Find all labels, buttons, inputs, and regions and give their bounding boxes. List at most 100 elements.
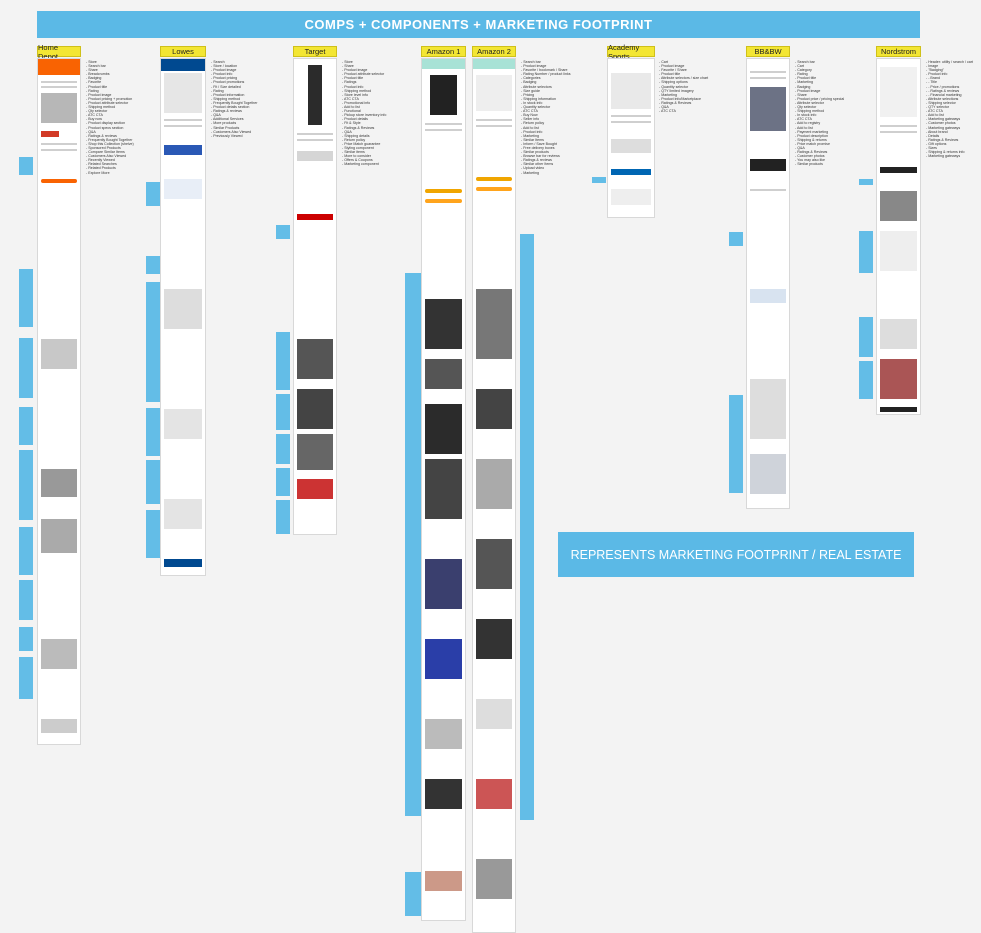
note-item: - - Brand bbox=[926, 76, 940, 81]
note-item: - Product info bbox=[342, 84, 364, 89]
note-item: - Search bar bbox=[86, 64, 106, 69]
note-item: - Fit & Style bbox=[342, 121, 361, 126]
marketing-footprint-block bbox=[146, 460, 160, 504]
note-item: - Payment marketing bbox=[795, 129, 829, 134]
note-item: - Product display section bbox=[86, 121, 126, 126]
note-item: - Price Match guarantee bbox=[342, 141, 381, 146]
note-item: - Ratings bbox=[342, 80, 357, 85]
note-item: - Product details bbox=[342, 117, 368, 122]
note-item: - Sizes bbox=[926, 145, 937, 150]
note-item: - Attribute selections bbox=[926, 96, 959, 101]
marketing-footprint-block bbox=[19, 157, 33, 175]
note-item: - Customers Also Viewed bbox=[211, 129, 252, 134]
note-item: - Ratings & reviews bbox=[211, 109, 242, 114]
note-item: - Ratings & reviews bbox=[86, 133, 117, 138]
note-item: - Shipping method bbox=[211, 96, 241, 101]
note-item: - Store level info bbox=[342, 92, 368, 97]
note-item: - Related Searches bbox=[86, 162, 117, 167]
marketing-footprint-block bbox=[19, 338, 33, 398]
note-item: - Cart bbox=[795, 64, 804, 69]
column-label-target: Target bbox=[293, 46, 337, 57]
note-item: - Shipping & returns info bbox=[926, 150, 965, 155]
column-label-amazon-1: Amazon 1 bbox=[421, 46, 466, 57]
note-item: - Qty selector bbox=[795, 105, 817, 110]
note-item: - Customer photos bbox=[795, 154, 825, 159]
note-item: - Explore More bbox=[86, 170, 110, 175]
note-item: - Favorite / Share bbox=[659, 68, 687, 73]
note-item: - Cart bbox=[659, 60, 668, 64]
note-item: - Product specs section bbox=[86, 125, 124, 130]
note-item: - Marketing gateways bbox=[926, 117, 961, 122]
note-item: - ATC CTA bbox=[795, 117, 812, 122]
note-item: - Browse bar for reviews bbox=[521, 154, 560, 159]
marketing-footprint-block bbox=[859, 317, 873, 357]
note-item: - Marketing component bbox=[342, 162, 379, 167]
note-item: - Store / location bbox=[211, 64, 238, 69]
note-item: - Product details section bbox=[211, 105, 250, 110]
note-item: - ATC CTA bbox=[86, 113, 103, 118]
note-item: - Rating Number / product links bbox=[521, 72, 571, 77]
note-item: - Qty selector bbox=[86, 109, 108, 114]
note-item: - Badging bbox=[521, 80, 537, 85]
note-item: - Header: utility / search / cart bbox=[926, 60, 973, 64]
note-item: - Additional Services bbox=[211, 117, 244, 122]
marketing-footprint-block bbox=[146, 256, 160, 274]
note-item: - Store bbox=[86, 60, 97, 64]
lowes-notes: - Search- Store / location- Product imag… bbox=[211, 60, 271, 138]
note-item: - Product information bbox=[211, 92, 245, 97]
marketing-footprint-block bbox=[19, 527, 33, 575]
note-item: - Q&A bbox=[795, 145, 805, 150]
note-item: - Favorite bbox=[86, 80, 102, 85]
note-item: - Share bbox=[795, 92, 807, 97]
note-item: - Rating bbox=[86, 88, 99, 93]
lowes-screenshot bbox=[160, 58, 206, 576]
academy-sports-notes: - Cart- Product image- Favorite / Share-… bbox=[659, 60, 719, 113]
note-item: - ATC CTA bbox=[521, 109, 538, 114]
note-item: - ATC CTA bbox=[926, 109, 943, 114]
note-item: - Rating bbox=[211, 88, 224, 93]
note-item: - Category bbox=[795, 68, 812, 73]
marketing-footprint-block bbox=[19, 269, 33, 327]
note-item: - Shop this Collection (shelve) bbox=[86, 141, 134, 146]
note-item: - Marketing bbox=[659, 92, 677, 97]
note-item: - Return policy bbox=[342, 137, 366, 142]
note-item: - Q&A bbox=[211, 113, 221, 118]
marketing-footprint-block bbox=[276, 500, 290, 534]
note-item: - Add to list bbox=[795, 125, 813, 130]
note-item: - Fit / Size detailed bbox=[211, 84, 241, 89]
note-item: - Ratings & Reviews bbox=[659, 100, 692, 105]
note-item: - Frequently Bought Together bbox=[86, 137, 133, 142]
marketing-footprint-block bbox=[405, 872, 421, 916]
note-item: - Inform / Save Bought bbox=[521, 141, 557, 146]
note-item: - Offers & Coupons bbox=[342, 158, 373, 163]
home-depot-notes: - Store- Search bar- Share- Breadcrumbs-… bbox=[86, 60, 146, 175]
note-item: - Product info bbox=[211, 72, 233, 77]
note-item: - Shipping details bbox=[342, 133, 370, 138]
note-item: - More to consider bbox=[342, 154, 371, 159]
note-item: - Q&A bbox=[342, 129, 352, 134]
note-item: - Product info/Marketplace bbox=[659, 96, 701, 101]
marketing-footprint-block bbox=[276, 332, 290, 390]
note-item: - Similar products bbox=[795, 162, 823, 167]
note-item: - Attribute selectors / size chart bbox=[659, 76, 709, 81]
note-item: - Add to list bbox=[521, 125, 539, 130]
bbbw-screenshot bbox=[746, 58, 790, 509]
note-item: - Shipping method bbox=[342, 88, 372, 93]
note-item: - - Financial marketing bbox=[926, 92, 962, 97]
note-item: - Similar products bbox=[521, 150, 549, 155]
amazon-1-screenshot bbox=[421, 58, 466, 921]
note-item: - Compare Similar Items bbox=[86, 150, 125, 155]
note-item: - Ratings & Reviews bbox=[342, 125, 375, 130]
note-item: - Favorite / bookmark / Share bbox=[521, 68, 568, 73]
note-item: - In stock info bbox=[521, 100, 543, 105]
note-item: - Return policy bbox=[521, 121, 545, 126]
marketing-footprint-block bbox=[729, 395, 743, 493]
note-item: - Product title bbox=[86, 84, 108, 89]
note-item: - Ratings & Reviews bbox=[926, 137, 959, 142]
marketing-footprint-block bbox=[276, 468, 290, 496]
note-item: - Search bar bbox=[795, 60, 815, 64]
note-item: - QTY selector bbox=[926, 105, 950, 110]
note-item: - Breadcrumbs bbox=[86, 72, 110, 77]
marketing-footprint-block bbox=[405, 273, 421, 816]
column-label-amazon-2: Amazon 2 bbox=[472, 46, 516, 57]
